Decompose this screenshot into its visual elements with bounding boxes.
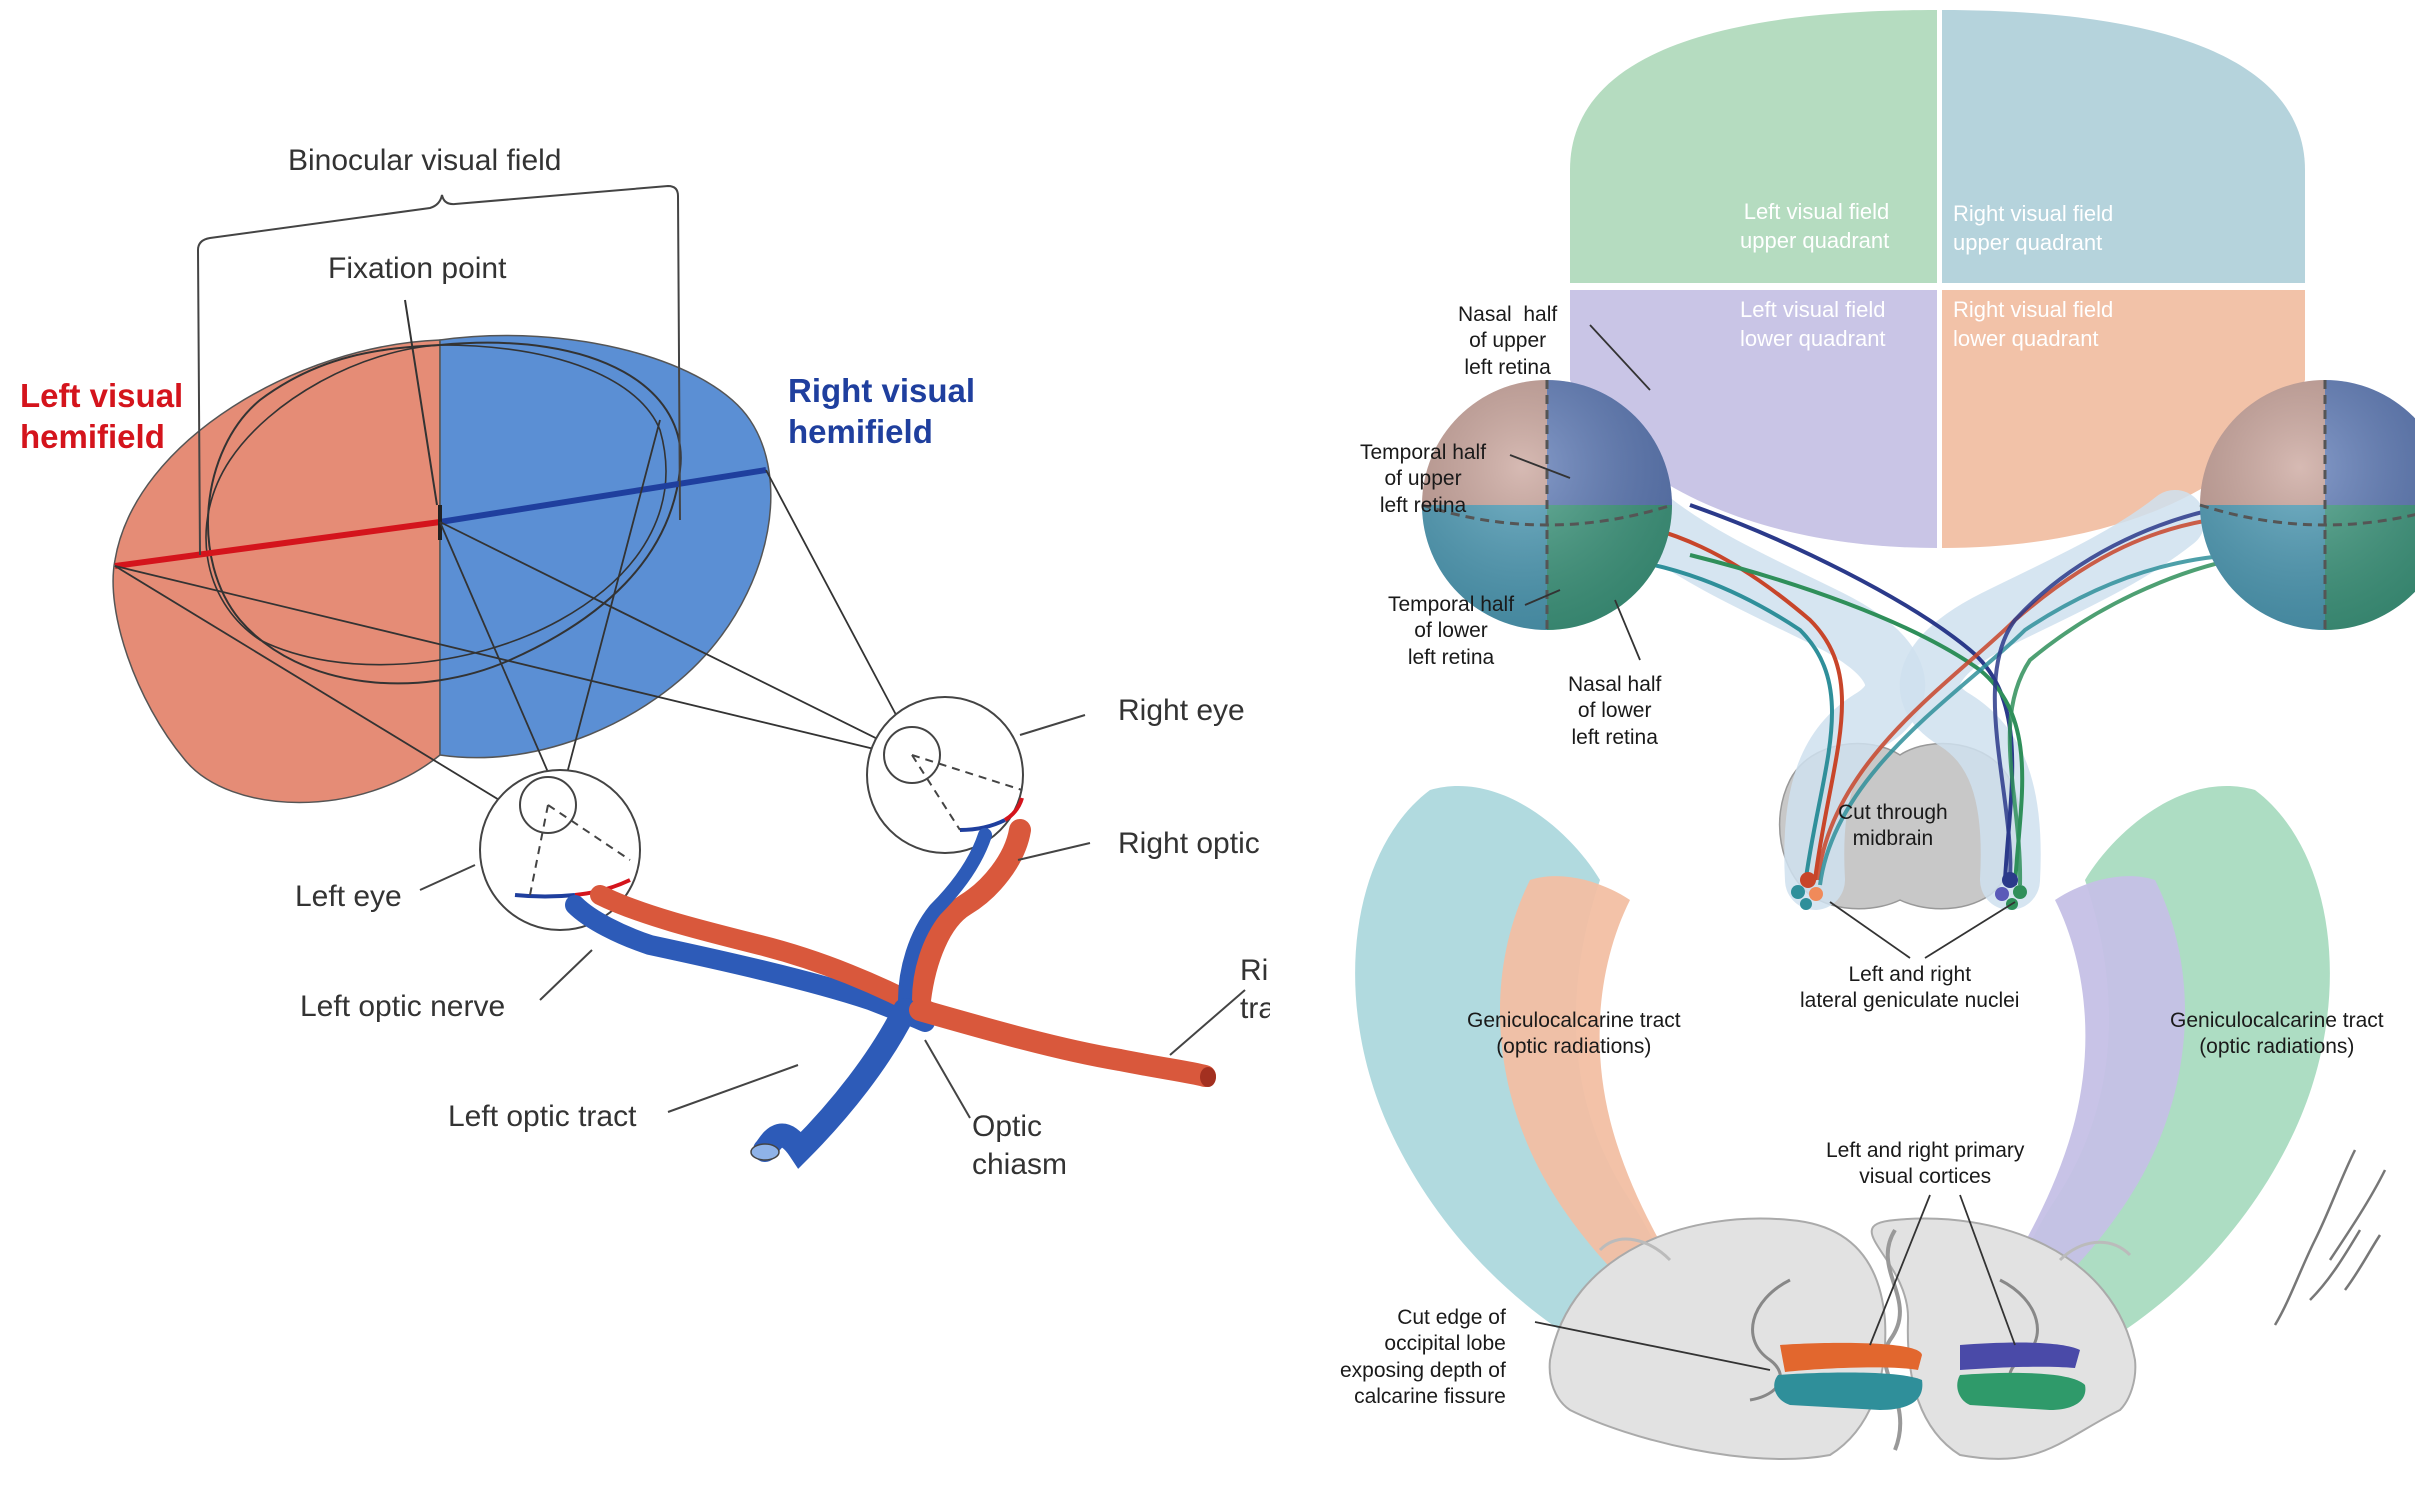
left-diagram-svg — [112, 184, 1246, 1169]
leader-line — [1509, 454, 1571, 479]
right-optic-tract — [909, 999, 1216, 1087]
leader-line — [539, 949, 593, 1001]
left-meridian-line — [114, 519, 441, 569]
right-eye-axis — [911, 754, 1023, 791]
left-optic-nerve-blue — [565, 895, 935, 1032]
leader-line — [1924, 901, 2016, 959]
leader-line — [1524, 589, 1561, 606]
sight-line — [559, 419, 661, 801]
right-meridian-line — [439, 467, 767, 525]
quadrant-right-lower — [1942, 290, 2305, 548]
gct-left-label: Geniculocalcarine tract (optic radiation… — [1467, 1009, 1681, 1059]
occipital-lobes — [1548, 1217, 2137, 1460]
leader-line — [1017, 842, 1091, 861]
left-hemifield-region — [112, 339, 441, 804]
right-diagram-panel: Left visual field upper quadrant Right v… — [1270, 0, 2415, 1480]
lgn-label: Left and right lateral geniculate nuclei — [1800, 963, 2020, 1013]
right-eye-globe — [866, 696, 1024, 854]
leader-line — [924, 1039, 971, 1119]
quadrant-left-lower-label: Left visual field lower quadrant — [1740, 297, 1886, 351]
right-eye-label: Right eye — [1118, 694, 1245, 727]
nasal-lower-retina-label: Nasal half of lower left retina — [1568, 673, 1662, 749]
right-tract-end — [1200, 1067, 1216, 1087]
leader-line — [1869, 1194, 1931, 1346]
right-optic-tract-partial-label: Ri tra — [1240, 954, 1276, 1025]
optic-pathway-tube — [1899, 490, 2205, 910]
sight-line — [439, 521, 561, 801]
leader-line — [1589, 324, 1651, 391]
fiber-teal-right — [1818, 553, 2236, 886]
left-tract-end — [750, 1143, 780, 1161]
right-cortex-navy — [1960, 1342, 2080, 1370]
leader-line — [1829, 901, 1911, 959]
quadrant-left-upper — [1570, 10, 1937, 283]
midbrain-label: Cut through midbrain — [1838, 801, 1948, 851]
right-eye-axis — [911, 754, 961, 831]
optic-radiation-left-inner — [1500, 876, 1710, 1350]
sight-line — [114, 565, 566, 841]
quadrant-left-lower — [1570, 290, 1937, 548]
left-cortex-orange — [1780, 1342, 1922, 1372]
fixation-pointer — [404, 299, 438, 506]
sight-line — [765, 469, 921, 761]
right-optic-label: Right optic — [1118, 827, 1260, 860]
cut-edge-label: Cut edge of occipital lobe exposing dept… — [1340, 1306, 1506, 1408]
leader-line — [667, 1064, 799, 1113]
right-retina-temporal — [1003, 797, 1024, 822]
leader-line — [419, 864, 476, 891]
binocular-field-label: Binocular visual field — [288, 144, 562, 177]
fixation-point-label: Fixation point — [328, 252, 507, 285]
left-eye-axis — [547, 804, 631, 861]
leader-line — [1019, 714, 1086, 736]
gct-right-label: Geniculocalcarine tract (optic radiation… — [2170, 1009, 2384, 1059]
sight-line — [439, 521, 921, 761]
leader-line — [1534, 1321, 1771, 1371]
fiber-teal — [1584, 553, 1834, 886]
left-lgn — [1791, 872, 1823, 910]
right-eye-lens — [883, 726, 941, 784]
left-diagram-panel: Binocular visual field Fixation point Le… — [20, 144, 1276, 1181]
right-eye-field-outline — [205, 344, 667, 666]
right-optic-nerve-red — [909, 819, 1031, 1011]
leader-line — [1959, 1194, 2016, 1346]
temporal-lower-retina-label: Temporal half of lower left retina — [1388, 593, 1515, 669]
fiber-navy — [1689, 503, 2015, 881]
left-optic-tract-label: Left optic tract — [448, 1100, 637, 1133]
nasal-upper-retina-label: Nasal half of upper left retina — [1458, 303, 1558, 379]
right-hemifield-label: Right visual hemifield — [788, 372, 976, 451]
binocular-bracket — [196, 184, 681, 556]
left-eye-axis — [529, 804, 549, 896]
left-cortex-teal — [1774, 1372, 1923, 1410]
left-retina-temporal — [514, 893, 576, 899]
visual-cortices-label: Left and right primary visual cortices — [1826, 1139, 2025, 1189]
temporal-upper-retina-label: Temporal half of upper left retina — [1360, 441, 1487, 517]
fiber-green-right — [2007, 553, 2256, 886]
right-diagram-svg — [1355, 10, 2415, 1460]
left-eye-lens — [519, 776, 577, 834]
leader-line — [1614, 599, 1641, 661]
left-optic-nerve-red — [590, 885, 940, 1022]
quadrant-right-upper-label: Right visual field upper quadrant — [1953, 201, 2114, 255]
artist-signature — [2273, 1149, 2387, 1326]
right-optic-nerve-blue — [898, 828, 992, 1007]
optic-chiasm-label: Optic chiasm — [972, 1110, 1068, 1181]
optic-radiation-right-inner — [1975, 876, 2185, 1350]
right-cortex-green — [1957, 1372, 2086, 1410]
left-hemifield-label: Left visual hemifield — [20, 377, 184, 456]
left-optic-nerve-label: Left optic nerve — [300, 990, 506, 1023]
right-eye-sphere — [2199, 380, 2415, 630]
quadrant-right-upper — [1942, 10, 2305, 283]
quadrant-left-upper-label: Left visual field upper quadrant — [1740, 199, 1890, 253]
fiber-navy-right — [1992, 503, 2236, 881]
left-eye-label: Left eye — [295, 880, 402, 913]
left-eye-sphere — [1421, 380, 1673, 630]
sight-line — [114, 565, 921, 761]
left-optic-tract — [753, 998, 917, 1169]
leader-line — [1169, 989, 1246, 1056]
right-retina-nasal — [959, 818, 1006, 832]
quadrant-right-lower-label: Right visual field lower quadrant — [1953, 297, 2114, 351]
left-eye-field-outline — [207, 341, 682, 685]
